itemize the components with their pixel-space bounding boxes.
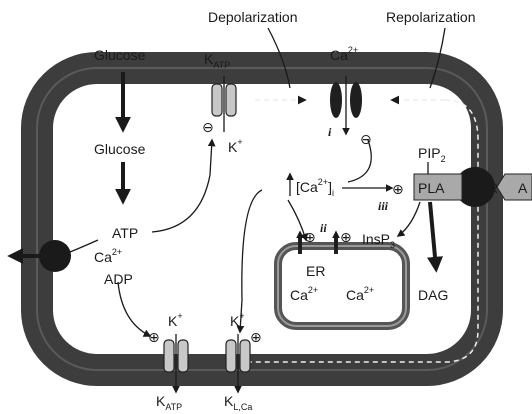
ca-i-to-conc-curve	[347, 139, 372, 183]
agonist-a-shape	[496, 173, 532, 201]
pip2-label: PIP2	[418, 145, 446, 164]
roman-i-label: i	[328, 125, 332, 139]
ca-mid-label: Ca2+	[94, 247, 122, 265]
receptor-r-label: R	[488, 180, 498, 196]
ca-channel-inhibit-sign-right: ⊖	[362, 95, 374, 111]
pump-curve	[69, 239, 99, 253]
receptor-r	[455, 167, 495, 207]
k-bottom1-label: K+	[168, 311, 183, 329]
adp-label: ADP	[104, 271, 133, 287]
ca-channel-inhibit-sign-lower: ⊖	[360, 131, 372, 147]
katp-bottom-activate-sign: ⊕	[148, 329, 160, 345]
ca-concentration-label: [Ca2+]i	[296, 177, 334, 198]
ca-conc-to-klca-curve	[236, 189, 263, 334]
atp-label: ATP	[112, 225, 138, 241]
repolarization-label: Repolarization	[386, 9, 476, 25]
katp-bottom-label: KATP	[156, 393, 182, 412]
depolarization-label: Depolarization	[208, 9, 298, 25]
er-label: ER	[306, 263, 325, 279]
er-membrane-inner	[277, 245, 407, 327]
pla-activate-sign: ⊕	[392, 181, 404, 197]
atp-to-katp-curve	[151, 138, 216, 233]
glucose-inside-label: Glucose	[94, 141, 146, 157]
repolarization-dashed-path	[250, 99, 479, 363]
roman-ii-label: ii	[320, 221, 327, 235]
k-plus-top-label: K+	[228, 137, 243, 155]
er-activate-sign-right: ⊕	[340, 229, 352, 245]
k-bottom2-label: K+	[230, 311, 245, 329]
pla-to-insp3-arrow	[396, 201, 421, 237]
katp-top-label: KATP	[204, 51, 230, 70]
katp-bottom-channel	[163, 339, 189, 373]
er-ca1-label: Ca2+	[290, 285, 318, 303]
adp-to-katp-curve	[117, 281, 152, 337]
agonist-a-label: A	[518, 180, 528, 196]
pla-box	[413, 173, 463, 201]
depolarization-pointer	[267, 27, 291, 89]
pla-label: PLA	[418, 180, 445, 196]
roman-iii-label: iii	[378, 199, 389, 213]
er-ca2-label: Ca2+	[346, 285, 374, 303]
katp-top-channel	[211, 83, 237, 117]
katp-inhibit-sign: ⊖	[202, 119, 214, 135]
insp3-label: InsP3	[362, 231, 395, 250]
cell-membrane-inner-line	[36, 67, 488, 371]
klca-bottom-label: KL,Ca	[224, 393, 252, 412]
er-activate-sign-left: ⊕	[304, 229, 316, 245]
pla-to-dag-arrow	[427, 201, 443, 273]
ca-conc-to-er-curve	[287, 199, 308, 242]
cell-membrane	[21, 52, 503, 386]
ca-top-channel	[330, 82, 362, 118]
klca-bottom-channel	[225, 339, 251, 373]
repolarization-pointer	[429, 27, 446, 89]
klca-bottom-activate-sign: ⊕	[250, 329, 262, 345]
glucose-outside-label: Glucose	[94, 47, 146, 63]
ca-channel-inhibit-sign-left: ⊖	[318, 95, 330, 111]
ca-top-label: Ca2+	[330, 45, 358, 63]
er-membrane	[274, 242, 410, 330]
dag-label: DAG	[418, 287, 448, 303]
